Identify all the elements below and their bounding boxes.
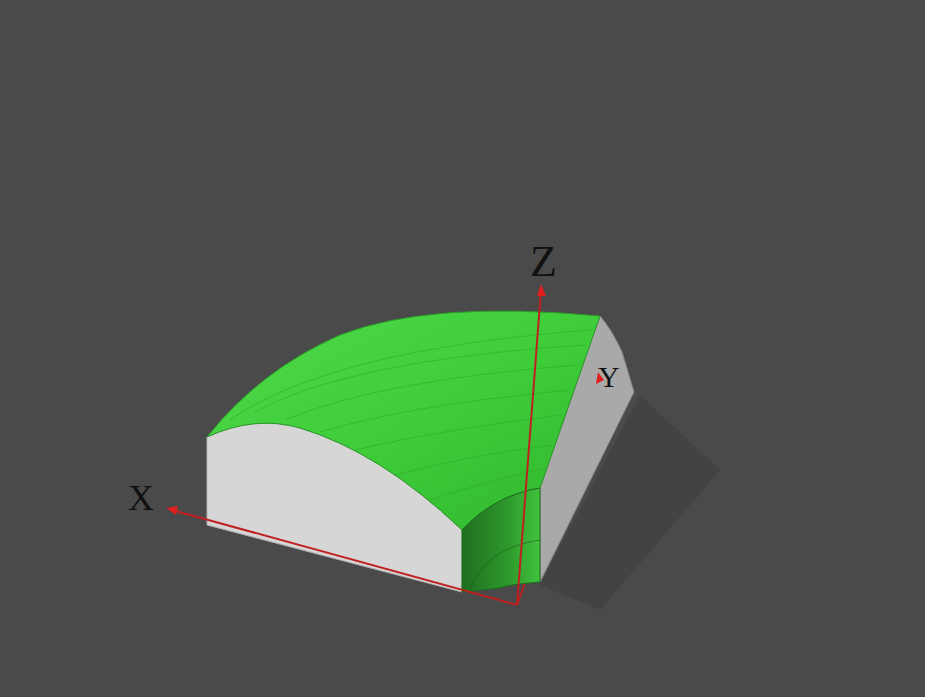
cylinder-cut <box>462 488 540 592</box>
axis-label: X <box>128 480 154 516</box>
z-axis-tip <box>537 284 546 296</box>
z-axis <box>517 290 541 605</box>
curved-top <box>207 311 600 530</box>
cut-edge <box>470 540 540 590</box>
x-axis <box>172 510 517 605</box>
axis-label: Z <box>530 240 557 284</box>
x-axis-tip <box>166 506 178 515</box>
axis-label: Y <box>598 362 620 392</box>
